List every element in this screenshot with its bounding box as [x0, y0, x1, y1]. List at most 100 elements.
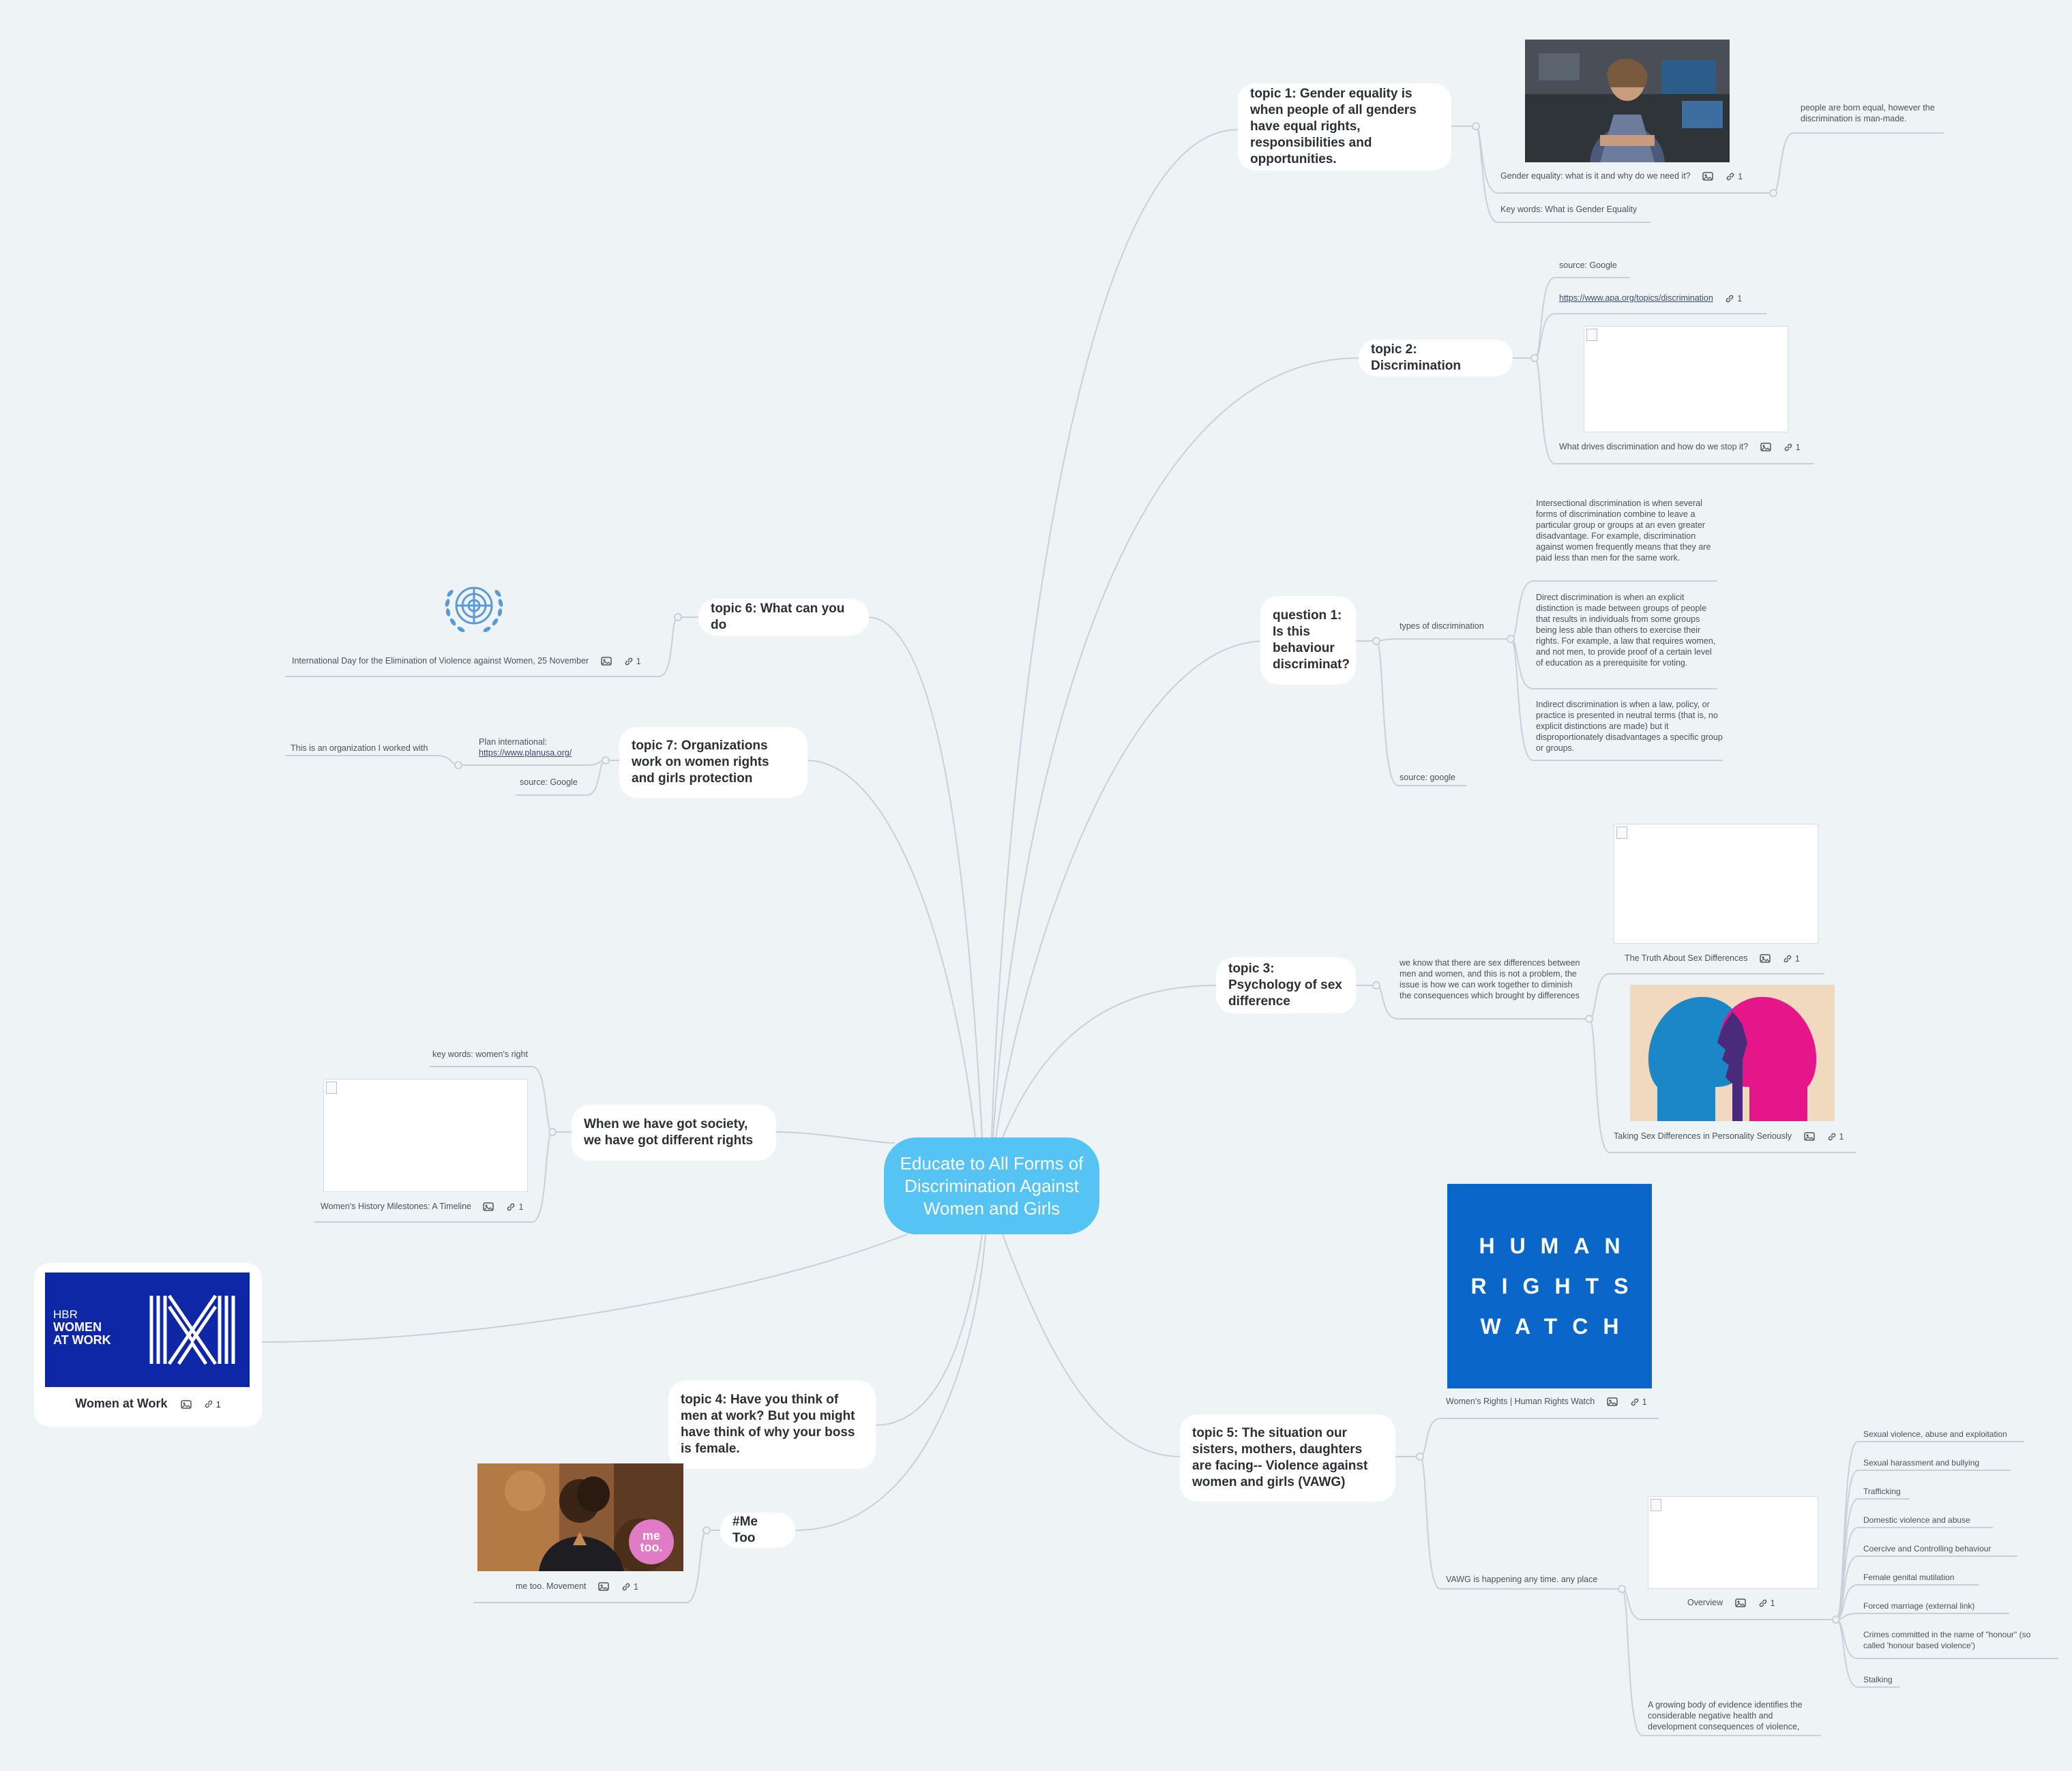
- topic-4-node[interactable]: topic 4: Have you think of men at work? …: [668, 1380, 876, 1469]
- types-of-discrimination[interactable]: types of discrimination: [1400, 621, 1484, 631]
- me-too-movement-image[interactable]: me too.: [477, 1463, 683, 1571]
- intersectional-discrimination[interactable]: Intersectional discrimination is when se…: [1536, 498, 1711, 563]
- sex-differences-caption[interactable]: The Truth About Sex Differences 1: [1625, 953, 1800, 964]
- hrw-logo-line-1: HUMAN: [1479, 1233, 1636, 1258]
- keywords-gender-equality[interactable]: Key words: What is Gender Equality: [1500, 205, 1638, 214]
- un-day-caption-text: International Day for the Elimination of…: [292, 656, 589, 666]
- born-equal-note[interactable]: people are born equal, however the discr…: [1801, 103, 1935, 123]
- overview-caption[interactable]: Overview 1: [1687, 1597, 1775, 1609]
- plan-international-label: Plan international:: [479, 737, 548, 747]
- link-meta: 1: [1725, 293, 1742, 304]
- image-icon: [1734, 1598, 1746, 1607]
- plan-international-item[interactable]: Plan international: https://www.planusa.…: [479, 736, 572, 758]
- link-count: 1: [636, 656, 641, 666]
- image-icon: [600, 657, 612, 666]
- un-day-caption[interactable]: International Day for the Elimination of…: [292, 655, 641, 667]
- vawg-item[interactable]: Sexual harassment and bullying: [1863, 1458, 1980, 1468]
- image-icon: [1760, 954, 1771, 963]
- womens-right-keywords[interactable]: key words: women's right: [432, 1050, 528, 1059]
- topic-6-node[interactable]: topic 6: What can you do: [698, 599, 869, 636]
- topic-1-node[interactable]: topic 1: Gender equality is when people …: [1238, 83, 1451, 170]
- link-count: 1: [216, 1399, 221, 1410]
- link-count: 1: [1737, 293, 1743, 303]
- link-icon: [622, 1583, 630, 1591]
- vawg-item[interactable]: Crimes committed in the name of "honour"…: [1863, 1630, 2031, 1650]
- topic-2-label: topic 2: Discrimination: [1371, 342, 1461, 373]
- apa-discrimination-url[interactable]: https://www.apa.org/topics/discriminatio…: [1559, 293, 1713, 303]
- hrw-logo-line-2: RIGHTS: [1470, 1273, 1644, 1298]
- vawg-item[interactable]: Trafficking: [1863, 1487, 1901, 1496]
- image-and-link-meta: 1: [483, 1202, 523, 1212]
- question-1-source[interactable]: source: google: [1400, 773, 1456, 782]
- link-icon: [625, 657, 632, 666]
- gender-equality-photo[interactable]: [1525, 40, 1730, 162]
- vawg-item[interactable]: Forced marriage (external link): [1863, 1601, 1975, 1611]
- vawg-item[interactable]: Female genital mutilation: [1863, 1573, 1955, 1582]
- central-topic[interactable]: Educate to All Forms of Discrimination A…: [884, 1137, 1099, 1234]
- gender-equality-caption-text: Gender equality: what is it and why do w…: [1500, 171, 1691, 181]
- women-at-work-node[interactable]: HBR WOMEN AT WORK Women at Work: [34, 1263, 262, 1427]
- plan-international-url[interactable]: https://www.planusa.org/: [479, 748, 572, 758]
- vawg-item[interactable]: Coercive and Controlling behaviour: [1863, 1544, 1992, 1553]
- women-at-work-label: Women at Work: [75, 1397, 168, 1410]
- link-count: 1: [1770, 1598, 1775, 1608]
- two-heads-illustration: [1630, 985, 1835, 1121]
- hbr-stripe-mark: [149, 1294, 235, 1365]
- personality-differences-caption[interactable]: Taking Sex Differences in Personality Se…: [1614, 1131, 1844, 1142]
- question-1-node[interactable]: question 1: Is this behaviour discrimina…: [1260, 596, 1356, 685]
- personality-differences-caption-text: Taking Sex Differences in Personality Se…: [1614, 1131, 1792, 1141]
- me-too-node[interactable]: #Me Too: [720, 1513, 795, 1548]
- me-too-label: #Me Too: [732, 1515, 758, 1545]
- society-rights-node[interactable]: When we have got society, we have got di…: [572, 1105, 776, 1161]
- topic-2-node[interactable]: topic 2: Discrimination: [1359, 340, 1513, 376]
- image-icon: [1760, 443, 1771, 451]
- hrw-caption[interactable]: Women's Rights | Human Rights Watch 1: [1446, 1396, 1647, 1408]
- overview-caption-text: Overview: [1687, 1598, 1723, 1607]
- topic-5-node[interactable]: topic 5: The situation our sisters, moth…: [1180, 1414, 1395, 1502]
- overview-image-placeholder[interactable]: [1648, 1496, 1818, 1589]
- human-rights-watch-logo[interactable]: HUMAN RIGHTS WATCH: [1447, 1184, 1652, 1388]
- topic-1-label: topic 1: Gender equality is when people …: [1250, 87, 1417, 166]
- vawg-item[interactable]: Stalking: [1863, 1675, 1893, 1684]
- discrimination-image-caption[interactable]: What drives discrimination and how do we…: [1559, 441, 1801, 453]
- vawg-item[interactable]: Domestic violence and abuse: [1863, 1515, 1970, 1525]
- image-and-link-meta: 1: [180, 1399, 221, 1410]
- image-and-link-meta: 1: [1702, 171, 1743, 182]
- gender-equality-image-caption[interactable]: Gender equality: what is it and why do w…: [1500, 170, 1743, 182]
- link-icon: [1828, 1133, 1835, 1141]
- un-emblem-image[interactable]: [438, 573, 510, 641]
- link-count: 1: [518, 1202, 524, 1212]
- milestones-caption[interactable]: Women's History Milestones: A Timeline 1: [321, 1201, 523, 1212]
- sex-differences-image-placeholder[interactable]: [1614, 824, 1818, 944]
- hrw-caption-text: Women's Rights | Human Rights Watch: [1446, 1397, 1595, 1406]
- sex-differences-caption-text: The Truth About Sex Differences: [1625, 953, 1748, 963]
- heads-silhouette-image[interactable]: [1630, 985, 1835, 1121]
- vawg-item[interactable]: Sexual violence, abuse and exploitation: [1863, 1429, 2007, 1439]
- link-icon: [1726, 173, 1734, 181]
- organization-note[interactable]: This is an organization I worked with: [291, 743, 428, 753]
- sex-differences-note[interactable]: we know that there are sex differences b…: [1400, 958, 1580, 1000]
- topic-7-source[interactable]: source: Google: [520, 777, 578, 787]
- link-icon: [1759, 1599, 1766, 1607]
- topic-3-node[interactable]: topic 3: Psychology of sex difference: [1216, 957, 1356, 1013]
- link-count: 1: [1794, 953, 1800, 964]
- me-too-caption[interactable]: me too. Movement 1: [516, 1581, 638, 1592]
- topic-7-label: topic 7: Organizations work on women rig…: [632, 739, 769, 786]
- link-count: 1: [1738, 171, 1743, 181]
- indirect-discrimination[interactable]: Indirect discrimination is when a law, p…: [1536, 700, 1723, 753]
- image-icon: [1803, 1132, 1815, 1141]
- topic-2-source[interactable]: source: Google: [1559, 261, 1617, 270]
- apa-discrimination-link-item[interactable]: https://www.apa.org/topics/discriminatio…: [1559, 293, 1742, 304]
- direct-discrimination[interactable]: Direct discrimination is when an explici…: [1536, 593, 1716, 668]
- discrimination-caption-text: What drives discrimination and how do we…: [1559, 442, 1749, 451]
- evidence-note[interactable]: A growing body of evidence identifies th…: [1648, 1700, 1803, 1731]
- hbr-logo-line-3: AT WORK: [53, 1333, 111, 1347]
- discrimination-image-placeholder[interactable]: [1584, 326, 1788, 432]
- link-icon: [507, 1203, 515, 1211]
- topic-7-node[interactable]: topic 7: Organizations work on women rig…: [619, 727, 808, 798]
- vawg-any-time[interactable]: VAWG is happening any time. any place: [1446, 1575, 1598, 1584]
- women-at-work-caption: Women at Work 1: [34, 1397, 262, 1411]
- milestones-image-placeholder[interactable]: [323, 1079, 528, 1192]
